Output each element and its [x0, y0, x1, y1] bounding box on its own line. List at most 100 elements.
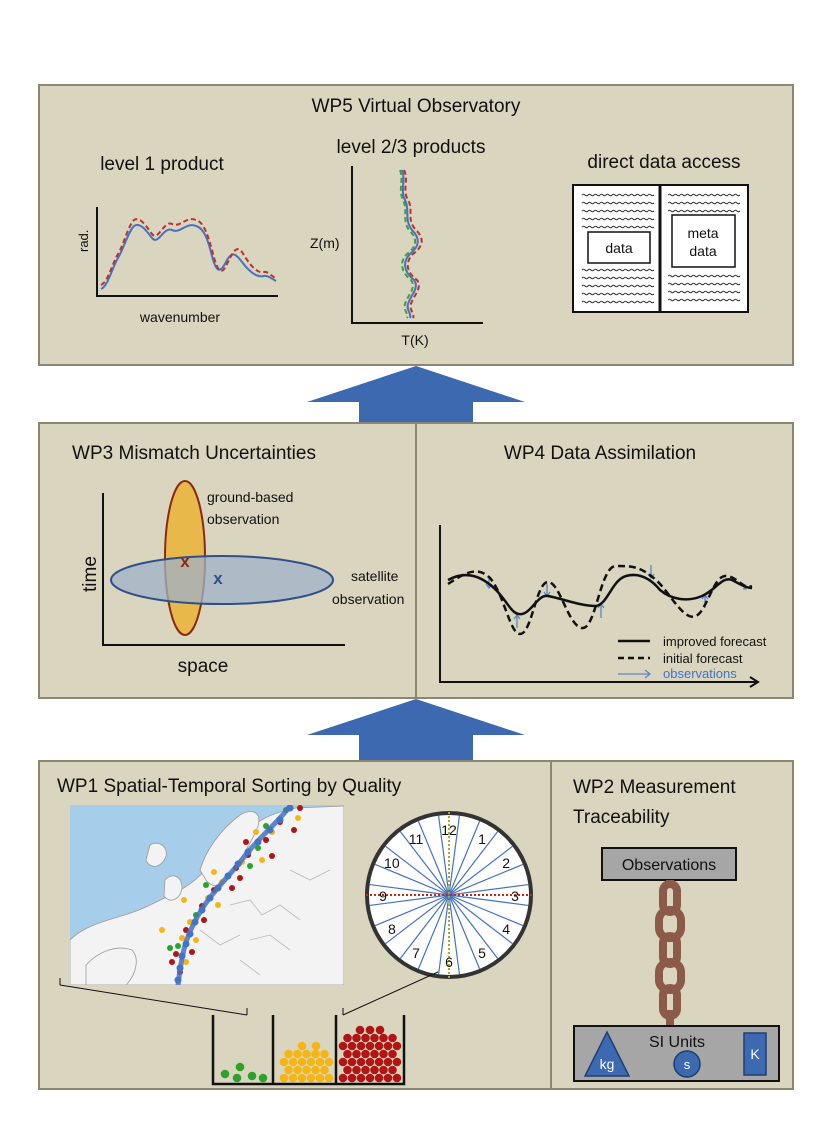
- red-dot: [361, 1065, 370, 1075]
- clock-number: 3: [511, 888, 519, 904]
- station-dot: [193, 937, 199, 943]
- clock-number: 4: [502, 921, 510, 937]
- observations-label: Observations: [622, 857, 716, 874]
- data-box: [587, 231, 651, 264]
- yellow-dot: [288, 1057, 298, 1067]
- track-point: [198, 906, 206, 914]
- red-dot: [383, 1073, 393, 1083]
- text-line: [667, 282, 741, 286]
- ground-mark: x: [180, 552, 190, 571]
- level23-axes: [351, 166, 483, 324]
- clock-ray: [448, 845, 513, 896]
- yellow-dot: [315, 1073, 325, 1083]
- legend-improved-label: improved forecast: [663, 634, 767, 649]
- green-dot: [258, 1073, 268, 1083]
- yellow-dot: [320, 1065, 329, 1075]
- yellow-dot: [279, 1073, 289, 1083]
- clock-number: 1: [478, 831, 486, 847]
- metadata-label-line2: data: [689, 243, 716, 259]
- book-text-lines: [581, 193, 741, 304]
- track-point: [176, 964, 184, 972]
- clock-ray: [448, 883, 529, 896]
- red-dot: [392, 1073, 402, 1083]
- level1-xlabel: wavenumber: [139, 309, 220, 325]
- satellite-label-line1: satellite: [351, 568, 399, 584]
- clock-ray: [448, 894, 524, 927]
- red-dot: [361, 1049, 370, 1059]
- text-line: [581, 284, 655, 288]
- wp3-title: WP3 Mismatch Uncertainties: [72, 443, 316, 464]
- red-dot: [338, 1073, 348, 1083]
- track-point: [178, 952, 186, 960]
- k-label: K: [750, 1046, 760, 1062]
- level1-solid-curve: [100, 224, 277, 290]
- track-point: [286, 805, 294, 812]
- clock-number: 11: [409, 831, 424, 847]
- map-funnel-line: [59, 984, 248, 1016]
- level1-title: level 1 product: [100, 154, 224, 175]
- legend-observation-arrow: [618, 669, 652, 679]
- red-dot: [374, 1041, 384, 1051]
- red-dot: [356, 1057, 366, 1067]
- chain-icon: [655, 880, 685, 1026]
- red-dot: [392, 1041, 402, 1051]
- clock-ray: [448, 831, 499, 896]
- track-points: [174, 805, 294, 984]
- initial-forecast-curve: [447, 564, 753, 636]
- clock-ray: [399, 894, 450, 959]
- wp4-title: WP4 Data Assimilation: [504, 443, 696, 464]
- europe-map: [70, 805, 344, 985]
- track-point: [214, 884, 222, 892]
- clock-ray: [448, 894, 499, 959]
- green-dot: [235, 1062, 245, 1072]
- clock-ray: [448, 894, 513, 945]
- green-dot: [232, 1073, 242, 1083]
- yellow-dot: [311, 1049, 320, 1059]
- clock-number: 7: [412, 945, 420, 961]
- yellow-dot: [284, 1065, 293, 1075]
- station-dot: [175, 943, 181, 949]
- clock-ray: [448, 894, 461, 975]
- wp2-title-line1: WP2 Measurement: [573, 777, 736, 798]
- kg-triangle-icon: [583, 1030, 631, 1077]
- clock-number: 5: [478, 945, 486, 961]
- red-dot: [392, 1057, 402, 1067]
- station-dot: [255, 845, 261, 851]
- station-dot: [201, 917, 207, 923]
- bin-red-dots: [338, 1025, 402, 1083]
- clock-ray: [369, 894, 450, 907]
- track-point: [266, 826, 274, 834]
- level23-xlabel: T(K): [401, 332, 428, 348]
- yellow-dot: [311, 1041, 321, 1051]
- red-dot: [383, 1057, 393, 1067]
- station-dot: [295, 815, 301, 821]
- red-dot: [338, 1057, 348, 1067]
- track-point: [234, 860, 242, 868]
- station-dot: [269, 853, 275, 859]
- yellow-dot: [324, 1057, 334, 1067]
- station-dot: [183, 959, 189, 965]
- red-dot: [365, 1057, 375, 1067]
- station-dot: [167, 945, 173, 951]
- clock-ray: [448, 894, 481, 970]
- clock-ray: [374, 894, 450, 927]
- metadata-box: [671, 214, 736, 268]
- red-dot: [343, 1065, 352, 1075]
- station-dot: [181, 897, 187, 903]
- track-point: [244, 848, 252, 856]
- clock-number: 6: [445, 954, 453, 970]
- wp3-ylabel: time: [80, 556, 101, 592]
- level23-solid-curve: [401, 169, 419, 319]
- red-dot: [365, 1073, 375, 1083]
- red-dot: [343, 1049, 352, 1059]
- red-dot: [352, 1049, 361, 1059]
- level23-title: level 2/3 products: [337, 137, 486, 158]
- s-circle-icon: [673, 1050, 701, 1078]
- red-dot: [379, 1033, 388, 1043]
- text-line: [667, 209, 741, 213]
- satellite-ellipse: [110, 555, 334, 605]
- station-dot: [203, 882, 209, 888]
- red-dot: [365, 1025, 375, 1035]
